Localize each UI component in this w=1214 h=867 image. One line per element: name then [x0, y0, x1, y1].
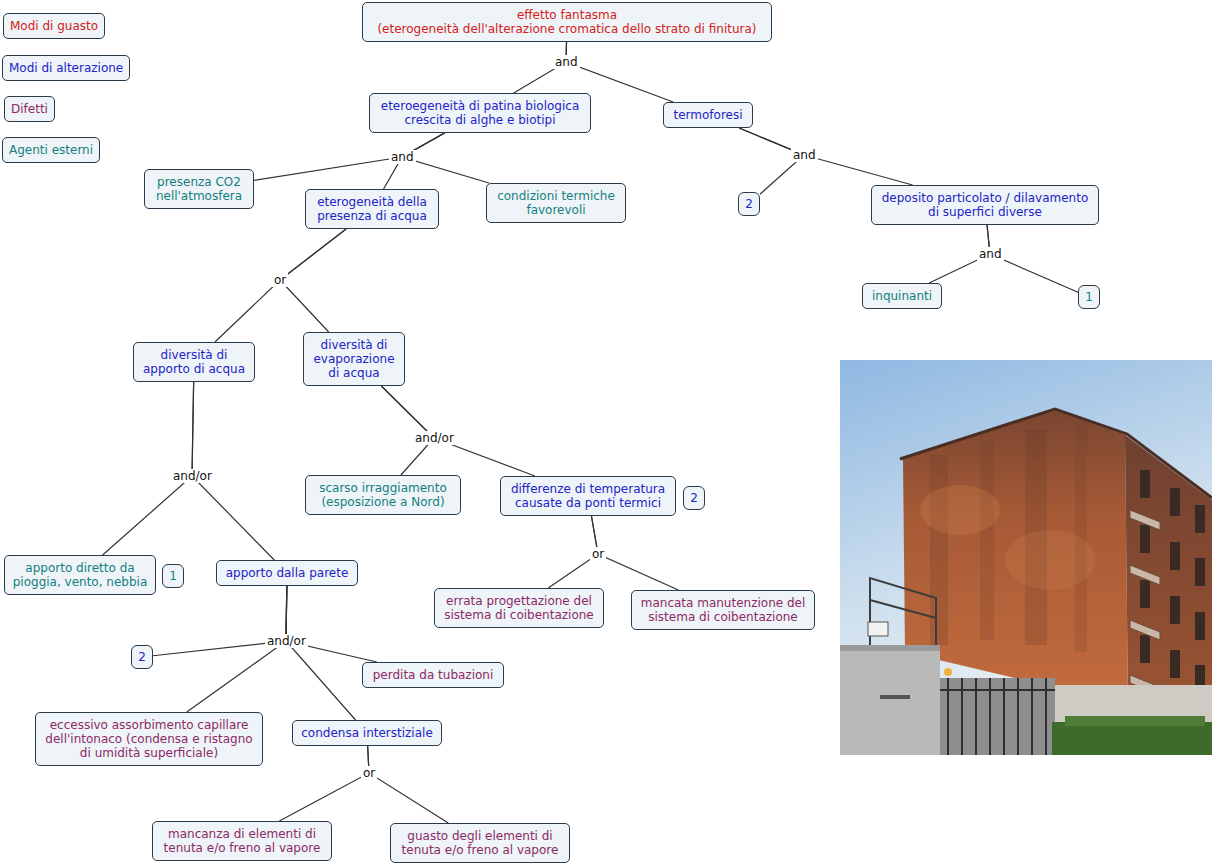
node-text: (eterogeneità dell'alterazione cromatica… [368, 22, 766, 36]
callout-number: 2 [738, 192, 760, 216]
node-text: 2 [739, 197, 759, 211]
node-text: deposito particolato / dilavamento di su… [877, 191, 1093, 219]
legend-item: Difetti [4, 96, 55, 122]
callout-number: 2 [131, 645, 153, 669]
node-text: differenze di temperatura causate da pon… [506, 482, 670, 510]
node-text: eterogeneità della presenza di acqua [311, 195, 433, 223]
legend-text: Modi di alterazione [9, 61, 123, 75]
connector [384, 133, 445, 189]
node-text: inquinanti [868, 289, 936, 303]
gate-label: and [977, 247, 1004, 261]
concept-box: errata progettazione del sistema di coib… [434, 588, 604, 628]
legend-text: Difetti [11, 102, 48, 116]
connector [187, 586, 287, 712]
connector [286, 586, 356, 720]
node-text: apporto diretto da pioggia, vento, nebbi… [10, 561, 150, 589]
node-text: diversità di apporto di acqua [139, 348, 249, 376]
concept-box: scarso irraggiamento (esposizione a Nord… [305, 475, 461, 515]
node-text: mancata manutenzione del sistema di coib… [637, 596, 809, 624]
node-text: termoforesi [669, 108, 747, 122]
gate-label: and/or [171, 469, 214, 483]
connector [279, 746, 369, 821]
concept-box: inquinanti [862, 283, 942, 309]
concept-box: condensa interstiziale [292, 720, 442, 746]
concept-box: termoforesi [663, 102, 753, 128]
callout-number: 2 [683, 486, 705, 510]
concept-box: condizioni termiche favorevoli [486, 183, 626, 223]
callout-number: 1 [162, 564, 184, 588]
gate-label: or [272, 273, 288, 287]
gate-label: and [389, 150, 416, 164]
node-text: diversità di evaporazione di acqua [309, 338, 399, 380]
node-text: scarso irraggiamento (esposizione a Nord… [311, 481, 455, 509]
node-text: guasto degli elementi di tenuta e/o fren… [396, 829, 564, 857]
gate-label: or [361, 766, 377, 780]
node-text: 1 [163, 569, 183, 583]
node-text: errata progettazione del sistema di coib… [440, 594, 598, 622]
concept-box: guasto degli elementi di tenuta e/o fren… [390, 823, 570, 863]
concept-box: presenza CO2 nell'atmosfera [144, 169, 254, 209]
connector [739, 128, 912, 185]
concept-box: differenze di temperatura causate da pon… [500, 476, 676, 516]
legend-text: Agenti esterni [9, 143, 93, 157]
legend-item: Modi di guasto [3, 13, 105, 39]
connector [215, 229, 346, 342]
connector [368, 746, 449, 823]
node-text: presenza CO2 nell'atmosfera [150, 175, 248, 203]
node-text: mancanza di elementi di tenuta e/o freno… [158, 827, 326, 855]
concept-box: eccessivo assorbimento capillare dell'in… [35, 712, 263, 766]
node-text: apporto dalla parete [222, 566, 352, 580]
node-text: 2 [684, 491, 704, 505]
connector [286, 586, 377, 662]
concept-box: diversità di evaporazione di acqua [303, 332, 405, 386]
gate-label: and/or [413, 431, 456, 445]
concept-box: eterogeneità della presenza di acqua [305, 189, 439, 229]
gate-label: and/or [265, 634, 308, 648]
connector [381, 386, 535, 476]
concept-box: mancanza di elementi di tenuta e/o freno… [152, 821, 332, 861]
gate-label: and [791, 148, 818, 162]
concept-box: apporto diretto da pioggia, vento, nebbi… [4, 555, 156, 595]
building-photo [840, 360, 1212, 755]
connector [254, 133, 445, 180]
callout-number: 1 [1078, 285, 1100, 309]
concept-box: perdita da tubazioni [362, 662, 504, 688]
node-text: condensa interstiziale [298, 726, 436, 740]
concept-box: effetto fantasma(eterogeneità dell'alter… [362, 2, 772, 42]
gate-label: and [553, 55, 580, 69]
legend-item: Agenti esterni [2, 137, 100, 163]
node-text: perdita da tubazioni [368, 668, 498, 682]
concept-box: eteroegeneità di patina biologica cresci… [369, 93, 591, 133]
connector [280, 229, 346, 332]
legend-text: Modi di guasto [10, 19, 98, 33]
legend-item: Modi di alterazione [2, 55, 130, 81]
concept-box: deposito particolato / dilavamento di su… [871, 185, 1099, 225]
node-text: condizioni termiche favorevoli [492, 189, 620, 217]
node-text: eccessivo assorbimento capillare dell'in… [41, 718, 257, 760]
concept-box: mancata manutenzione del sistema di coib… [631, 590, 815, 630]
node-text: eteroegeneità di patina biologica cresci… [375, 99, 585, 127]
node-text: effetto fantasma [368, 8, 766, 22]
concept-box: apporto dalla parete [216, 560, 358, 586]
node-text: 1 [1079, 290, 1099, 304]
concept-box: diversità di apporto di acqua [133, 342, 255, 382]
gate-label: or [590, 547, 606, 561]
node-text: 2 [132, 650, 152, 664]
